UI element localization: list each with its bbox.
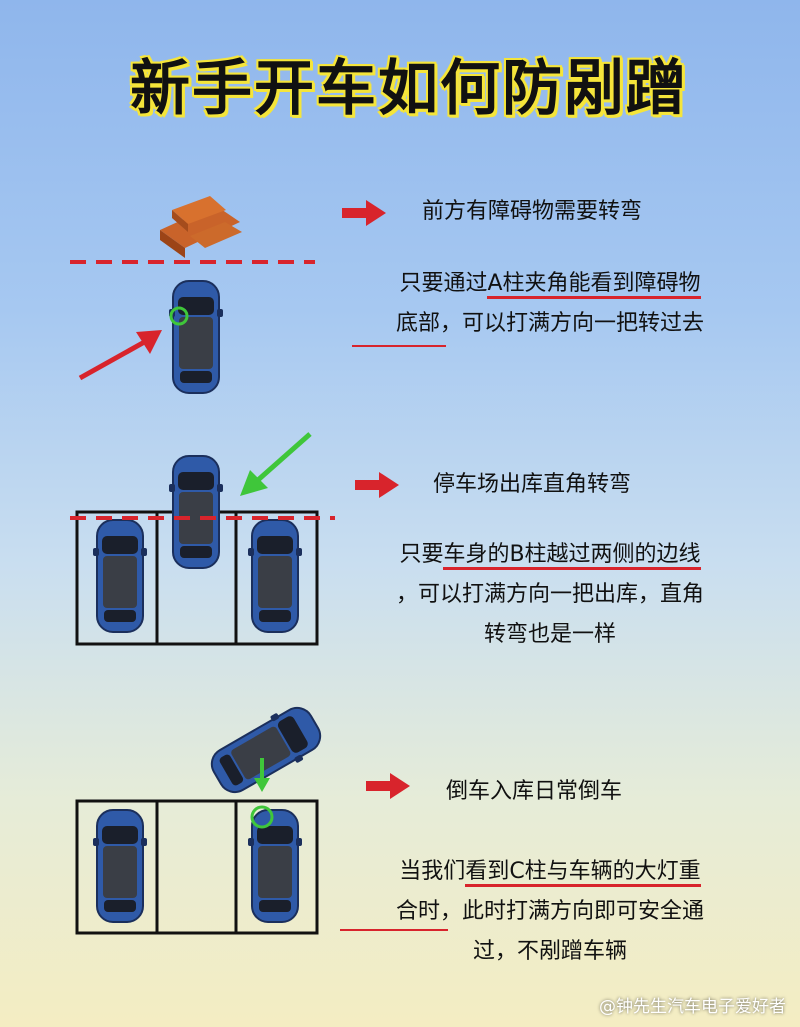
section-2-line-2: ，可以打满方向一把出库，直角	[345, 575, 755, 615]
car-icon	[92, 809, 148, 923]
highlight-text: 看到C柱与车辆的大灯重	[465, 859, 701, 887]
section-3-line-1: 当我们看到C柱与车辆的大灯重	[345, 852, 755, 892]
car-icon	[247, 519, 303, 633]
watermark: @钟先生汽车电子爱好者	[599, 997, 786, 1017]
section-1-line-2: 底部，可以打满方向一把转过去	[360, 304, 740, 344]
section-3-line-2: 合时，此时打满方向即可安全通	[345, 892, 755, 932]
car-icon	[168, 455, 224, 569]
brick-obstacle-icon	[160, 196, 242, 258]
plain-text: 只要	[399, 542, 444, 567]
circle-marker-icon	[169, 306, 189, 326]
plain-text: 转弯也是一样	[483, 622, 616, 647]
green-arrow-icon	[254, 758, 270, 792]
red-arrow-icon	[342, 200, 386, 226]
highlight-text: 车身的B柱越过两侧的边线	[443, 542, 701, 570]
section-2-line-1: 只要车身的B柱越过两侧的边线	[345, 535, 755, 575]
plain-text: 当我们	[399, 859, 466, 884]
red-arrow-icon	[366, 773, 410, 799]
red-arrow-icon	[78, 330, 162, 381]
section-2-line-3: 转弯也是一样	[345, 615, 755, 655]
car-icon	[168, 280, 224, 394]
plain-text: ，可以打满方向一把出库，直角	[395, 582, 704, 607]
plain-text: 合时，此时打满方向即可安全通	[395, 899, 704, 924]
section-1-caption: 前方有障碍物需要转弯	[422, 199, 643, 224]
page-title: 新手开车如何防剐蹭	[130, 54, 688, 124]
red-arrow-icon	[355, 472, 399, 498]
plain-text: 底部，可以打满方向一把转过去	[395, 311, 704, 336]
car-icon	[203, 697, 329, 803]
car-icon	[92, 519, 148, 633]
plain-text: 只要通过	[399, 271, 488, 296]
section-1-body: 只要通过A柱夹角能看到障碍物 底部，可以打满方向一把转过去	[360, 264, 740, 344]
parking-lot-outline	[75, 799, 319, 935]
plain-text: 过，不剐蹭车辆	[472, 939, 627, 964]
highlight-text: A柱夹角能看到障碍物	[487, 271, 701, 299]
section-3-caption: 倒车入库日常倒车	[446, 779, 623, 804]
green-arrow-icon	[240, 432, 312, 496]
section-2-caption: 停车场出库直角转弯	[433, 472, 632, 497]
section-2-body: 只要车身的B柱越过两侧的边线 ，可以打满方向一把出库，直角 转弯也是一样	[345, 535, 755, 655]
section-1-line-1: 只要通过A柱夹角能看到障碍物	[360, 264, 740, 304]
circle-marker-icon	[250, 805, 274, 829]
section-3-body: 当我们看到C柱与车辆的大灯重 合时，此时打满方向即可安全通 过，不剐蹭车辆	[345, 852, 755, 972]
section-3-line-3: 过，不剐蹭车辆	[345, 932, 755, 972]
